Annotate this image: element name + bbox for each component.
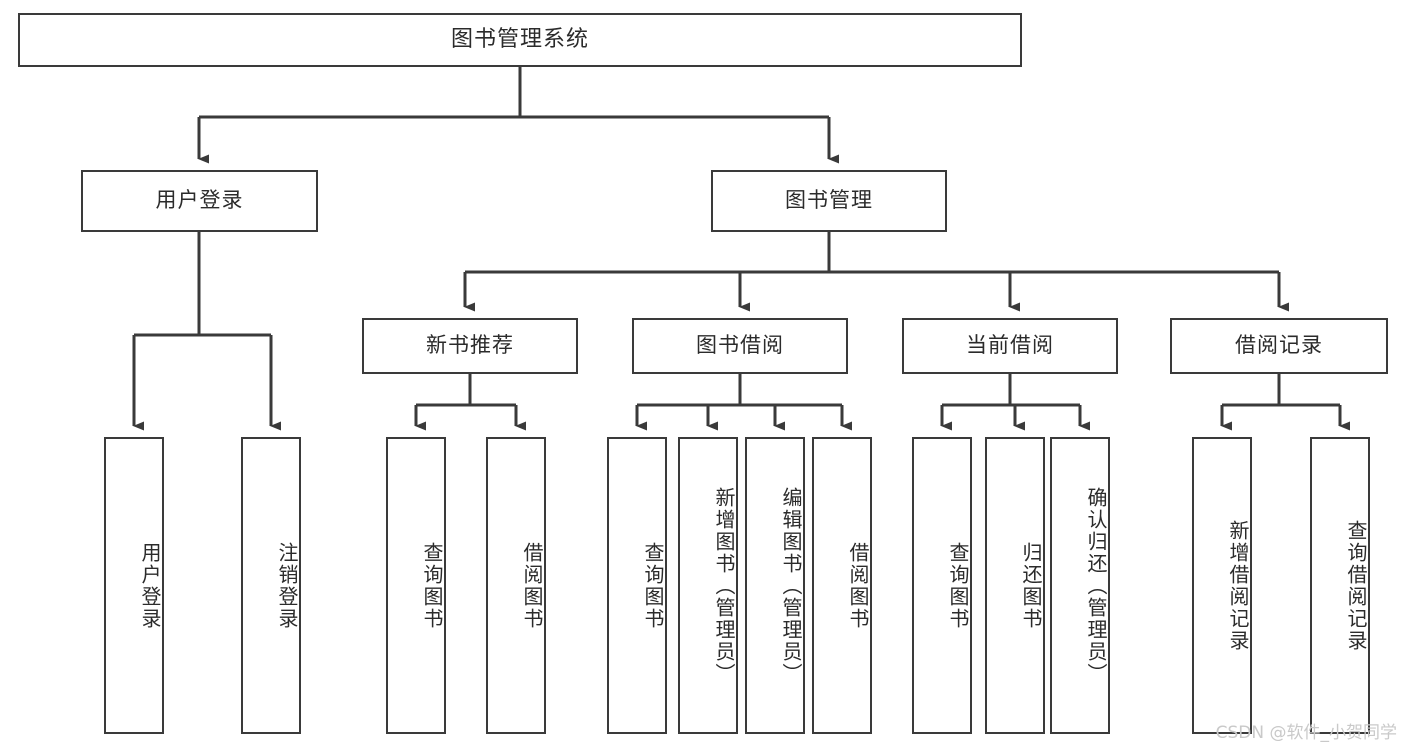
node-leaf-user-login[interactable]: 用户登录 — [104, 437, 164, 734]
node-leaf-borrow-book-1[interactable]: 借阅图书 — [486, 437, 546, 734]
node-label: 图书管理 — [785, 188, 873, 213]
node-label: 注销登录 — [275, 541, 299, 630]
node-label: 用户登录 — [138, 541, 162, 630]
node-label: 归还图书 — [1019, 541, 1043, 630]
node-leaf-query-book-2[interactable]: 查询图书 — [607, 437, 667, 734]
node-label: 编辑图书（管理员） — [779, 486, 803, 685]
node-book-borrow[interactable]: 图书借阅 — [632, 318, 848, 374]
node-label: 查询借阅记录 — [1344, 519, 1368, 652]
node-label: 新增图书（管理员） — [712, 486, 736, 685]
node-leaf-edit-book[interactable]: 编辑图书（管理员） — [745, 437, 805, 734]
node-book-manage[interactable]: 图书管理 — [711, 170, 947, 232]
node-label: 借阅图书 — [520, 541, 544, 630]
node-leaf-query-book-1[interactable]: 查询图书 — [386, 437, 446, 734]
node-label: 确认归还（管理员） — [1084, 486, 1108, 685]
node-label: 图书管理系统 — [450, 26, 589, 52]
node-leaf-query-record[interactable]: 查询借阅记录 — [1310, 437, 1370, 734]
node-leaf-return-book[interactable]: 归还图书 — [985, 437, 1045, 734]
csdn-watermark: CSDN @软件_小贺同学 — [1215, 723, 1397, 743]
node-leaf-borrow-book-2[interactable]: 借阅图书 — [812, 437, 872, 734]
node-leaf-add-record[interactable]: 新增借阅记录 — [1192, 437, 1252, 734]
node-borrow-record[interactable]: 借阅记录 — [1170, 318, 1388, 374]
node-label: 用户登录 — [155, 188, 244, 213]
node-label: 查询图书 — [420, 541, 444, 630]
node-label: 借阅图书 — [846, 541, 870, 630]
node-label: 当前借阅 — [966, 333, 1054, 358]
node-label: 查询图书 — [946, 541, 970, 630]
node-leaf-confirm-return[interactable]: 确认归还（管理员） — [1050, 437, 1110, 734]
node-leaf-query-book-3[interactable]: 查询图书 — [912, 437, 972, 734]
node-label: 新书推荐 — [426, 333, 514, 358]
node-user-login[interactable]: 用户登录 — [81, 170, 318, 232]
node-label: 查询图书 — [641, 541, 665, 630]
node-new-book-rec[interactable]: 新书推荐 — [362, 318, 578, 374]
node-label: 借阅记录 — [1235, 333, 1323, 358]
node-label: 图书借阅 — [696, 333, 784, 358]
node-label: 新增借阅记录 — [1226, 519, 1250, 652]
node-root[interactable]: 图书管理系统 — [18, 13, 1022, 67]
node-leaf-logout[interactable]: 注销登录 — [241, 437, 301, 734]
node-leaf-add-book[interactable]: 新增图书（管理员） — [678, 437, 738, 734]
node-current-borrow[interactable]: 当前借阅 — [902, 318, 1118, 374]
